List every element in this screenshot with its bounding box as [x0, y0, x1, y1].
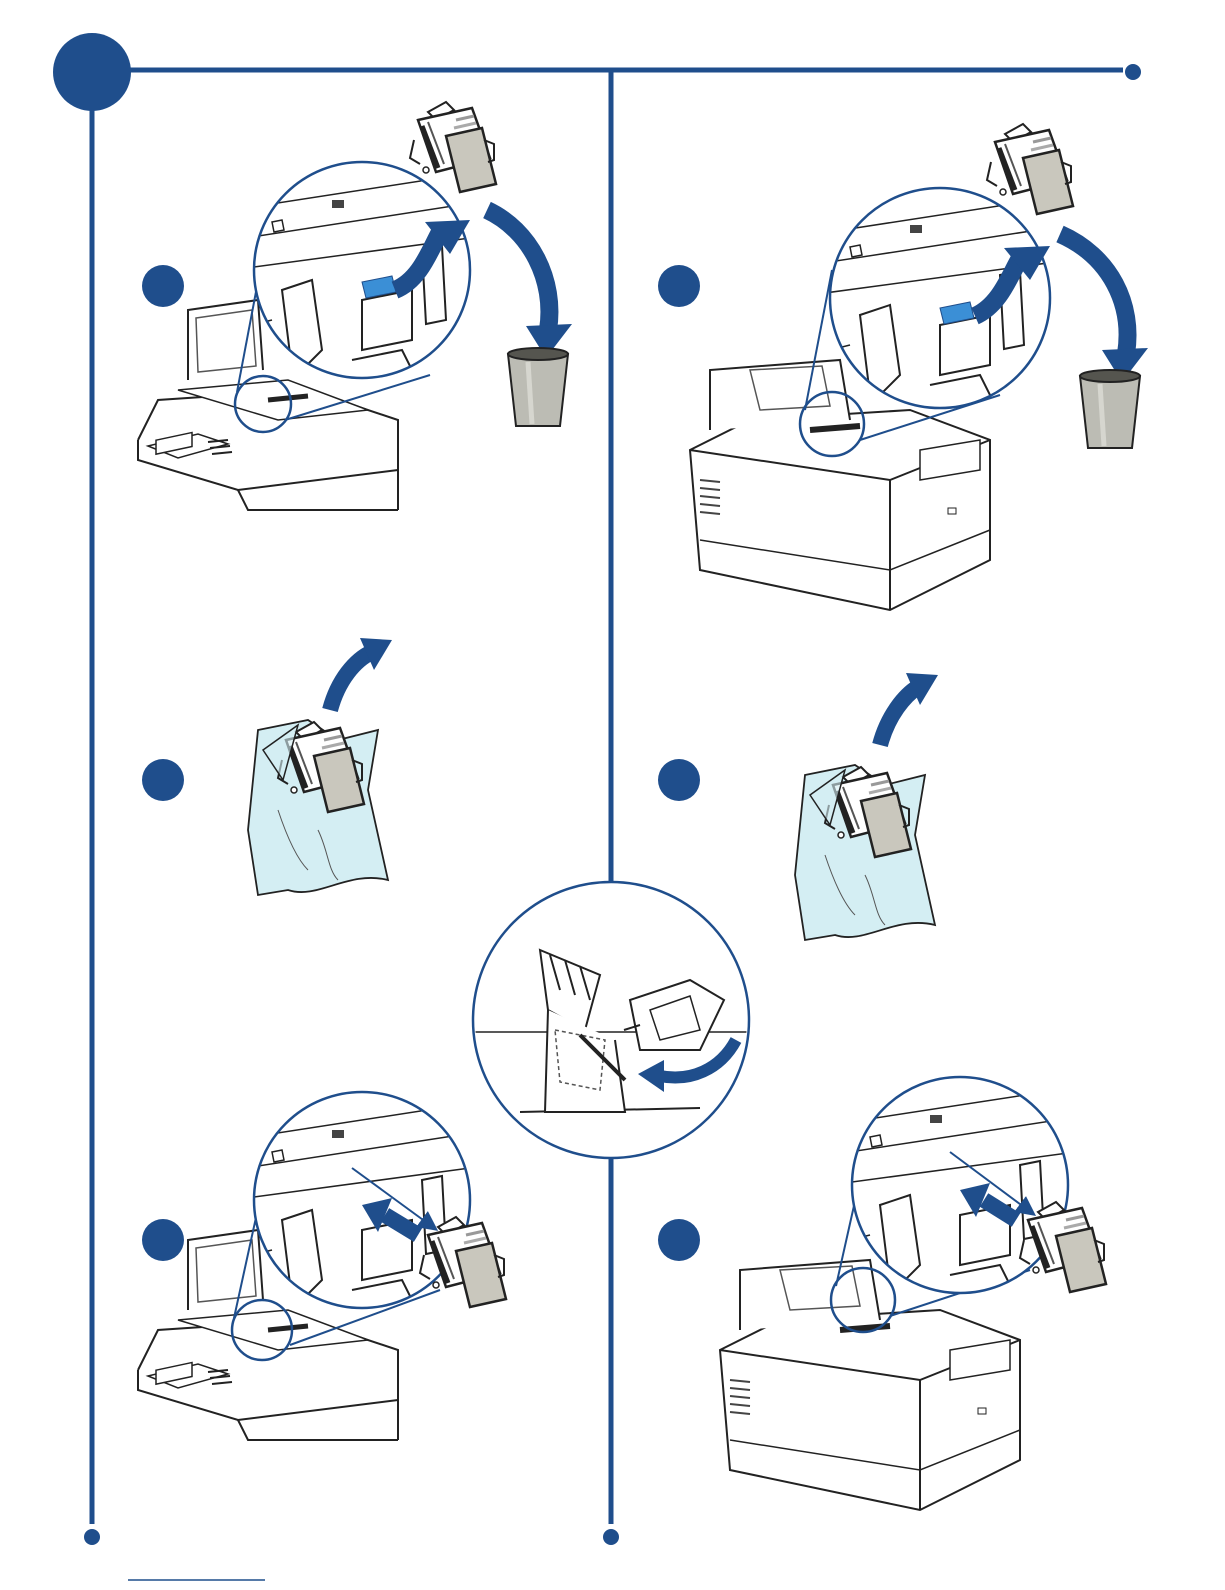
stapler-cartridge-icon [987, 124, 1073, 214]
left-step-2-illustration [248, 638, 392, 895]
trash-bin-icon [508, 348, 568, 426]
step-marker-icon [658, 1219, 700, 1261]
plastic-bag-icon [248, 720, 388, 895]
plastic-bag-icon [795, 765, 935, 940]
left-step-3-illustration [138, 1090, 506, 1440]
trash-bin-icon [1080, 370, 1140, 448]
center-detail-illustration [470, 882, 760, 1158]
printer-icon [720, 1260, 1020, 1510]
step-marker-icon [658, 759, 700, 801]
step-marker-icon [142, 759, 184, 801]
right-step-1-illustration [690, 124, 1148, 610]
right-step-3-illustration [720, 1075, 1106, 1510]
left-step-1-illustration [138, 102, 572, 510]
step-marker-icon [658, 265, 700, 307]
step-marker-icon [142, 265, 184, 307]
section-marker-icon [53, 33, 131, 111]
stapler-cartridge-icon [410, 102, 496, 192]
right-step-2-illustration [795, 673, 938, 940]
step-marker-icon [142, 1219, 184, 1261]
